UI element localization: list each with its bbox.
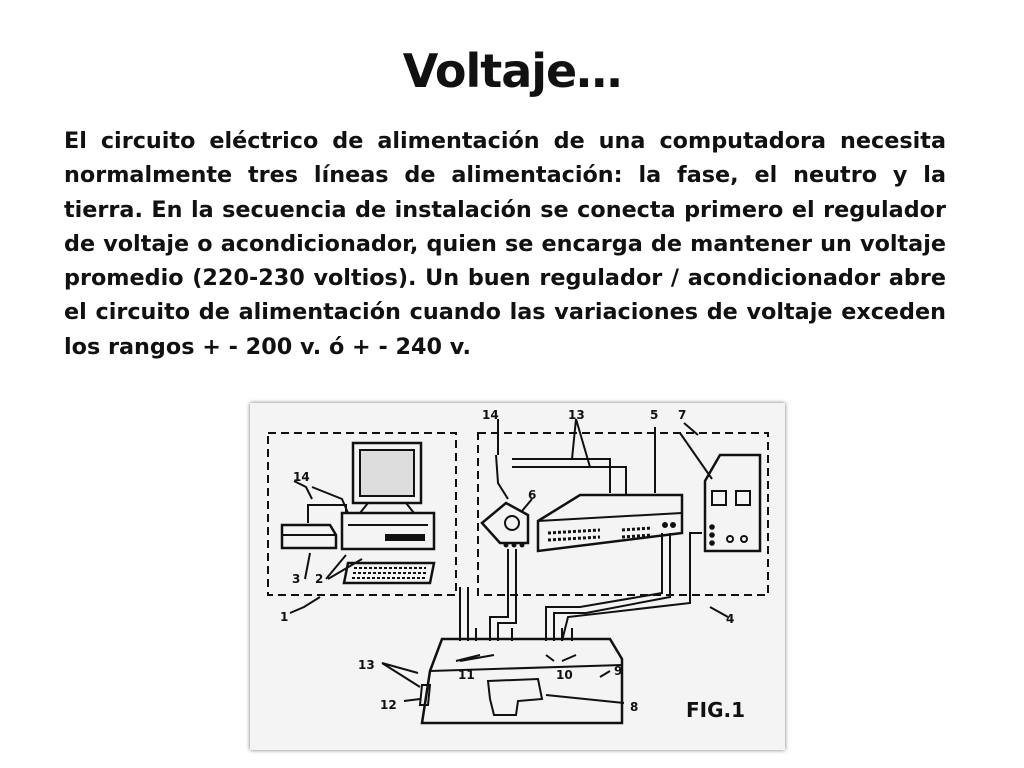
leader-line (289, 596, 321, 614)
computer-unit-icon (340, 511, 436, 551)
monitor-icon (351, 441, 423, 514)
wire (307, 504, 347, 523)
wire (495, 454, 509, 500)
leader-line (293, 480, 313, 500)
wire (512, 458, 627, 495)
leader-line (599, 670, 611, 678)
circuit-diagram-figure: 14 1 3 2 14 13 5 7 6 4 13 12 11 10 9 8 F… (250, 403, 785, 750)
power-console-icon (418, 637, 624, 725)
circuit-diagram: 14 1 3 2 14 13 5 7 6 4 13 12 11 10 9 8 F… (267, 408, 769, 725)
label-13-left: 13 (358, 658, 375, 672)
label-1: 1 (280, 610, 288, 624)
label-7: 7 (678, 408, 686, 422)
leader-line (571, 418, 591, 468)
conditioner-unit-icon (703, 453, 762, 553)
leader-line (521, 498, 533, 512)
leader-line (683, 422, 699, 436)
label-11: 11 (458, 668, 475, 682)
wire (545, 533, 671, 641)
leader-line (545, 694, 625, 704)
label-13-top: 13 (568, 408, 585, 422)
leader-line (709, 606, 729, 618)
figure-caption: FIG.1 (686, 698, 745, 722)
label-10: 10 (556, 668, 573, 682)
modem-icon (280, 523, 338, 550)
keyboard-icon (342, 561, 436, 585)
leader-line (381, 662, 421, 688)
control-pad-icon (480, 501, 530, 548)
label-14-top: 14 (482, 408, 499, 422)
leader-line (403, 698, 421, 702)
leader-line (545, 654, 577, 662)
leader-line (304, 552, 311, 580)
wire (475, 628, 573, 641)
wire (679, 432, 713, 480)
wire (561, 532, 702, 642)
workstation-dashed-box (267, 432, 457, 596)
leader-line (455, 654, 495, 662)
label-6: 6 (528, 488, 536, 502)
slide-body-text: El circuito eléctrico de alimentación de… (64, 128, 946, 360)
label-14-left: 14 (293, 470, 310, 484)
wire (311, 486, 349, 514)
label-8: 8 (630, 700, 638, 714)
regulator-unit-icon (536, 493, 684, 553)
label-2: 2 (315, 572, 323, 586)
label-9: 9 (614, 664, 622, 678)
label-5: 5 (650, 408, 658, 422)
wire (459, 587, 469, 641)
leader-line (325, 554, 363, 580)
slide-title: Voltaje… (402, 44, 622, 98)
label-4: 4 (726, 612, 734, 626)
label-3: 3 (292, 572, 300, 586)
wire (489, 549, 517, 641)
equipment-dashed-box (477, 432, 769, 596)
label-12: 12 (380, 698, 397, 712)
